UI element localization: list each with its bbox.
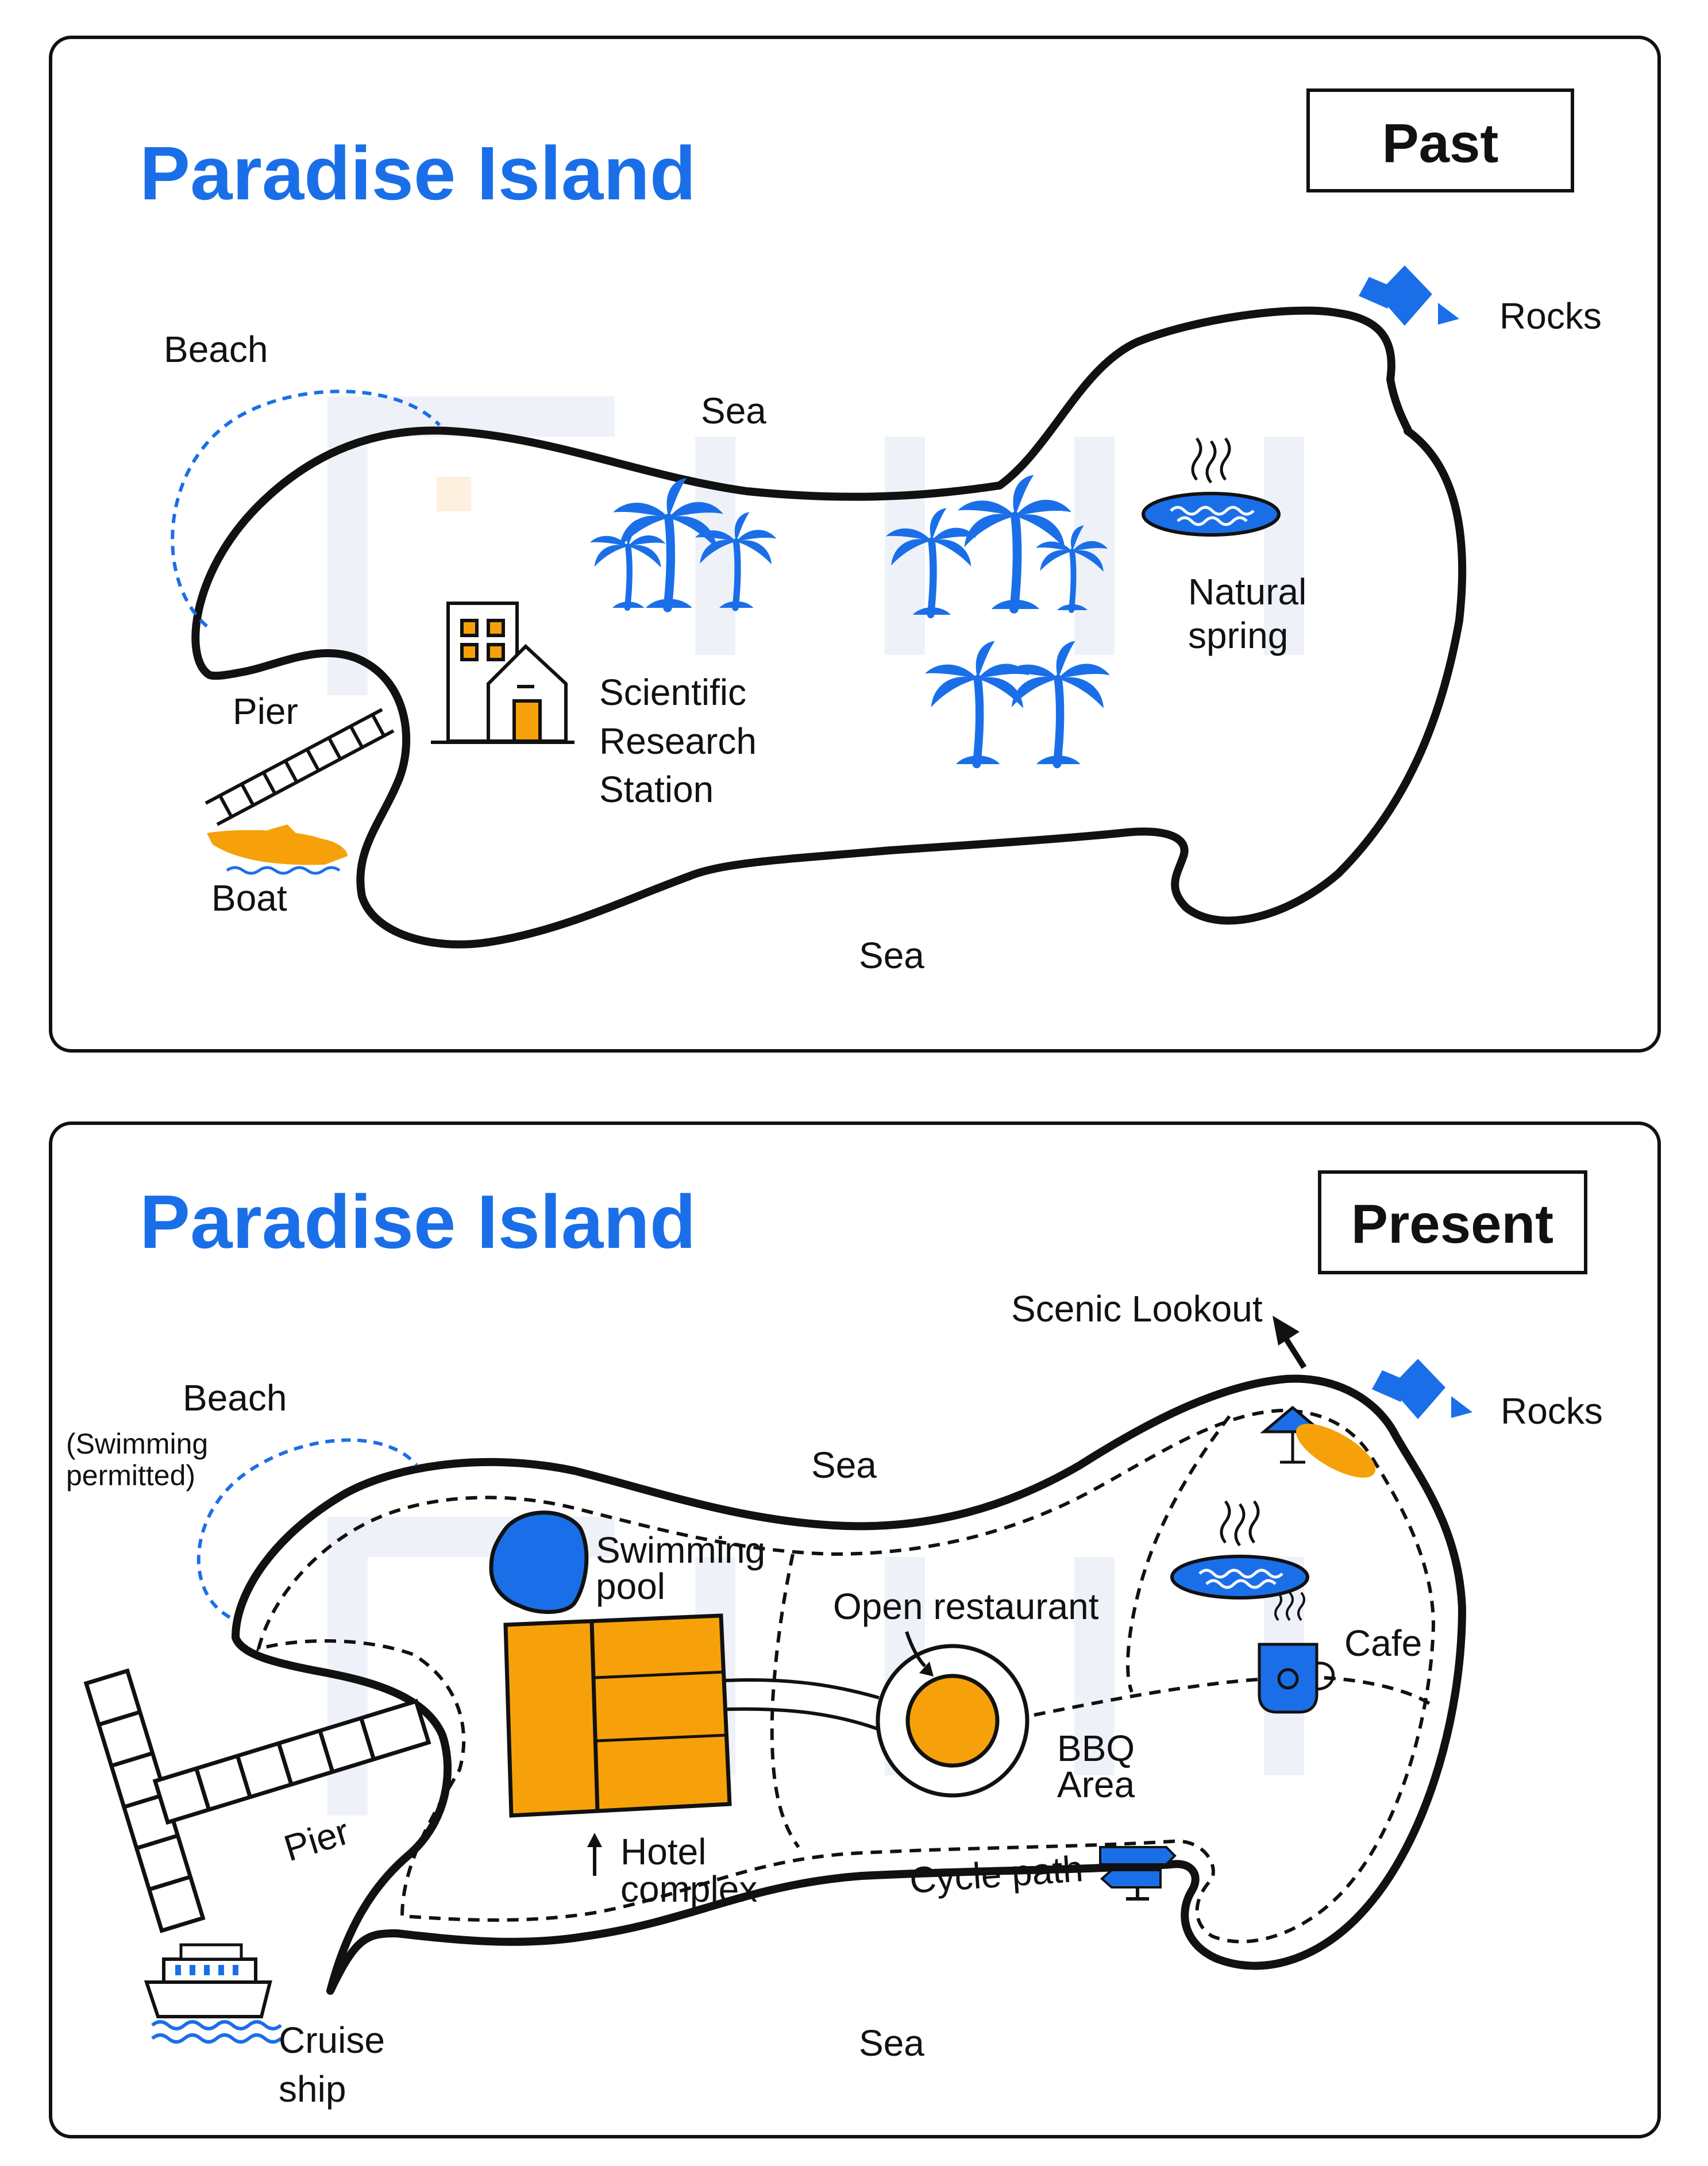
cycle-path-east — [1126, 1415, 1231, 1693]
past-sea-top-label: Sea — [701, 390, 766, 431]
past-panel-frame — [49, 36, 1661, 1053]
cruise-ship-label-2: ship — [279, 2068, 346, 2110]
past-island-outline — [191, 306, 1467, 949]
hotel-label-1: Hotel — [620, 1831, 706, 1872]
swimming-pool-icon — [489, 1510, 589, 1614]
speedboat-icon — [207, 824, 348, 875]
cafe-label: Cafe — [1344, 1622, 1422, 1664]
surfboard-icon — [1296, 1424, 1376, 1478]
cycle-path-west — [770, 1554, 800, 1848]
past-era-label: Past — [1382, 113, 1499, 174]
present-island-outline — [232, 1374, 1466, 1995]
past-beach-label: Beach — [164, 329, 268, 370]
past-era-box — [1306, 88, 1574, 192]
past-research-label-2: Research — [599, 720, 757, 762]
present-beach-label: Beach — [183, 1377, 287, 1419]
past-spring-label-2: spring — [1188, 615, 1288, 656]
restaurant-arrow-icon — [905, 1631, 934, 1676]
signpost-icon — [1099, 1846, 1177, 1901]
present-era-box — [1318, 1170, 1587, 1274]
past-research-label-1: Scientific — [599, 672, 746, 713]
past-rocks-label: Rocks — [1499, 295, 1602, 337]
pier-icon — [83, 1668, 431, 1933]
swimming-permitted-note-2: permitted) — [66, 1459, 195, 1491]
past-beach-arc — [171, 390, 441, 628]
hotel-complex-icon — [503, 1613, 732, 1818]
bbq-label-2: Area — [1057, 1764, 1135, 1805]
present-rocks-label: Rocks — [1501, 1390, 1603, 1432]
present-title: Paradise Island — [140, 1180, 696, 1264]
past-panel: Paradise Island Past Beach Sea Sea Rocks — [49, 36, 1661, 1053]
past-title: Paradise Island — [140, 131, 696, 215]
past-pier-label: Pier — [233, 691, 298, 732]
scenic-lookout-label: Scenic Lookout — [1011, 1288, 1263, 1329]
past-spring-label-1: Natural — [1188, 571, 1306, 612]
bbq-area-icon — [905, 1674, 1000, 1768]
pier-icon — [205, 708, 395, 826]
walkway — [724, 1678, 880, 1731]
present-beach-arc — [196, 1438, 418, 1619]
past-research-label-3: Station — [599, 769, 714, 810]
scenic-lookout-arrow-icon — [1273, 1316, 1307, 1369]
hotel-arrow-icon — [587, 1833, 602, 1876]
hotel-label-2: complex — [620, 1868, 757, 1910]
present-panel: Paradise Island Present Beach (Swimming … — [49, 1121, 1661, 2138]
present-panel-frame — [49, 1121, 1661, 2138]
cycle-path-ring — [256, 1408, 1436, 1944]
present-sea-bottom-label: Sea — [859, 2022, 924, 2064]
swimming-pool-label-2: pool — [596, 1566, 665, 1607]
present-sea-top-label: Sea — [811, 1444, 877, 1486]
bbq-label-1: BBQ — [1057, 1728, 1135, 1769]
past-boat-label: Boat — [211, 877, 287, 919]
past-sea-bottom-label: Sea — [859, 935, 924, 976]
open-restaurant-label: Open restaurant — [833, 1586, 1099, 1627]
cruise-ship-label-1: Cruise — [279, 2019, 385, 2061]
swimming-permitted-note-1: (Swimming — [66, 1428, 208, 1460]
coffee-cup-icon — [1258, 1591, 1335, 1714]
cruise-ship-icon — [144, 1943, 282, 2044]
swimming-pool-label-1: Swimming — [596, 1529, 765, 1571]
present-era-label: Present — [1351, 1193, 1553, 1255]
research-station-icon — [431, 602, 575, 744]
